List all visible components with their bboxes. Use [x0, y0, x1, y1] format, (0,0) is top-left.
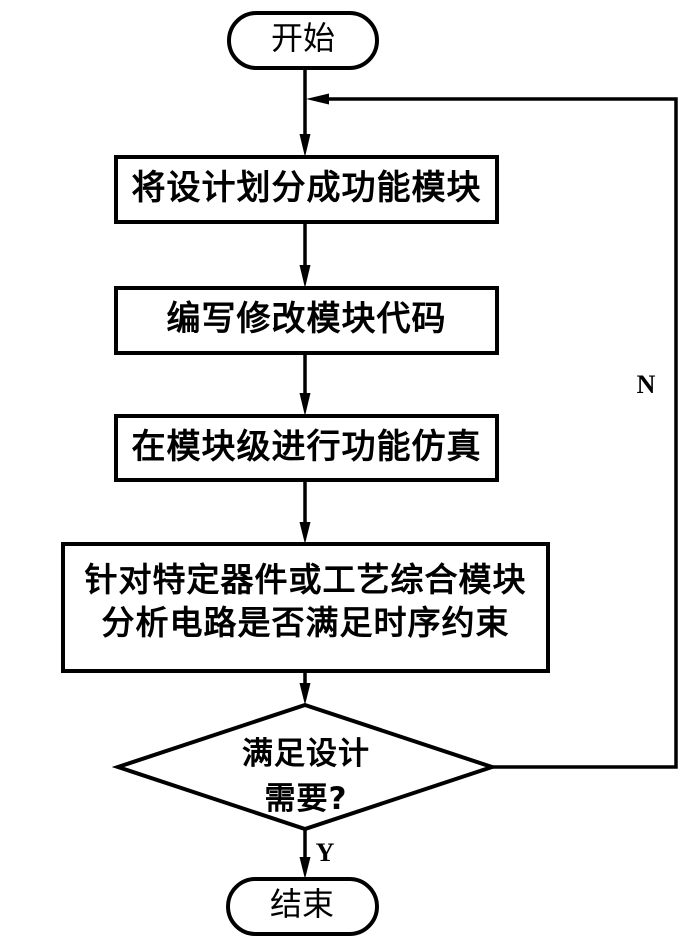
decision-label-line2: 需要?: [264, 781, 348, 817]
arrowhead-into-step1: [299, 134, 311, 157]
arrowhead-into-step4: [299, 522, 311, 544]
step1-label: 将设计划分成功能模块: [131, 168, 482, 208]
decision-label-line1: 满足设计: [242, 736, 370, 772]
start-label: 开始: [270, 19, 335, 57]
arrowhead-into-end: [299, 857, 311, 879]
step4-box: [61, 542, 550, 673]
connector-loop-back-no: [325, 97, 678, 769]
arrowhead-into-step2: [299, 265, 311, 288]
start-terminal: [227, 11, 379, 70]
step4-label-line1: 针对特定器件或工艺综合模块: [84, 560, 527, 599]
end-terminal: [226, 877, 379, 936]
no-branch-label: N: [636, 370, 656, 399]
step4-label-line2: 分析电路是否满足时序约束: [101, 603, 510, 642]
step1-box: [114, 155, 499, 224]
arrowhead-into-decision: [299, 683, 311, 705]
yes-branch-label: Y: [315, 838, 335, 867]
step2-box: [114, 286, 499, 355]
arrowhead-loop-join: [306, 93, 329, 105]
step3-label: 在模块级进行功能仿真: [131, 427, 482, 467]
arrowhead-into-step3: [299, 393, 311, 416]
step2-label: 编写修改模块代码: [166, 299, 447, 339]
end-label: 结束: [269, 885, 334, 923]
